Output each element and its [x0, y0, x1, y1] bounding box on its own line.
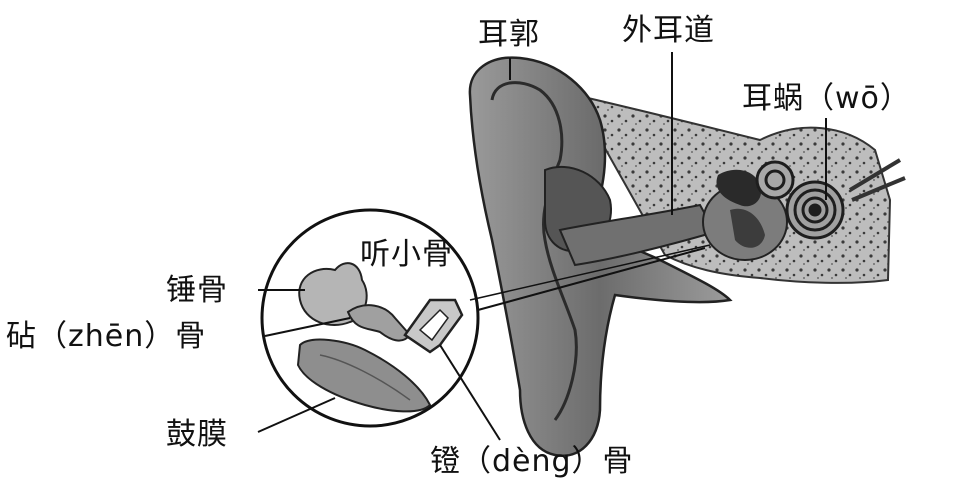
eardrum-ridge [319, 354, 411, 401]
cochlea-spiral [755, 160, 845, 240]
incus-bone [346, 304, 412, 342]
stapes-opening [418, 308, 449, 342]
malleus-bone [298, 262, 368, 326]
leader-stapes [439, 344, 501, 441]
label-stapes: 镫（dèng）骨 [430, 444, 634, 479]
label-ossicles: 听小骨 [360, 237, 453, 272]
magnifier-line-bottom [469, 244, 711, 301]
ossicle-detail [730, 208, 765, 248]
magnifier-line-top [477, 247, 706, 311]
leader-lines [257, 52, 827, 441]
auditory-nerve [848, 158, 906, 202]
label-pinna: 耳郭 [478, 17, 540, 52]
label-ear-canal: 外耳道 [622, 13, 715, 48]
label-eardrum: 鼓膜 [166, 417, 228, 452]
leader-eardrum [257, 397, 336, 433]
label-incus: 砧（zhēn）骨 [6, 319, 207, 354]
ossicle-cluster [716, 169, 762, 207]
leader-incus [264, 317, 351, 337]
label-malleus: 锤骨 [166, 273, 228, 308]
label-cochlea: 耳蜗（wō） [742, 81, 911, 116]
